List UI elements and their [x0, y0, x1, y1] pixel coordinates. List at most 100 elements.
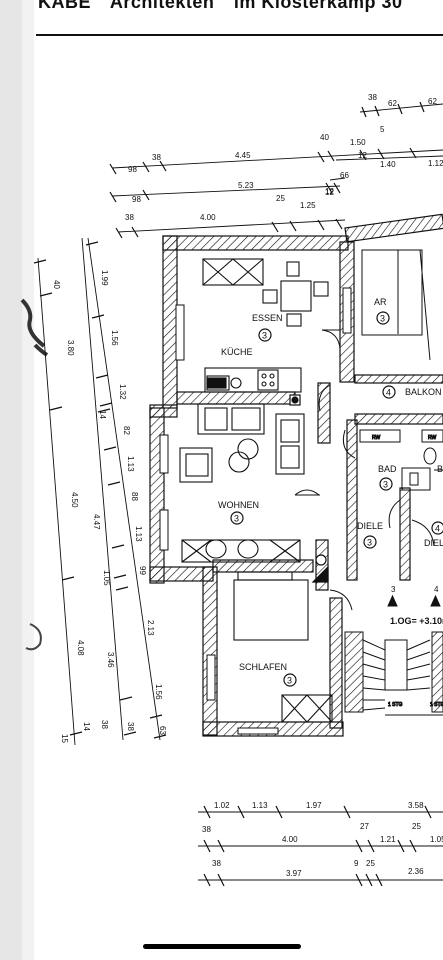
svg-text:14: 14	[98, 410, 107, 419]
svg-text:3.97: 3.97	[286, 869, 302, 878]
svg-text:5.23: 5.23	[238, 181, 254, 190]
kitchen-cabinets	[202, 258, 302, 393]
dimension-lines-bottom	[198, 805, 443, 887]
svg-text:40: 40	[320, 133, 329, 142]
home-indicator[interactable]	[143, 944, 301, 949]
svg-text:38: 38	[368, 93, 377, 102]
svg-text:9: 9	[354, 859, 359, 868]
room-label-bad: BAD	[378, 464, 397, 474]
svg-text:4.47: 4.47	[92, 514, 101, 530]
svg-text:82: 82	[122, 426, 131, 435]
room-labels: ESSEN 3 KÜCHE AR 3 4 BALKON WOHNEN 3 BAD…	[218, 297, 443, 687]
svg-text:38: 38	[202, 825, 211, 834]
svg-text:4.00: 4.00	[282, 835, 298, 844]
svg-text:1.32: 1.32	[118, 384, 127, 400]
svg-text:1.13: 1.13	[252, 801, 268, 810]
svg-text:4.50: 4.50	[70, 492, 79, 508]
svg-text:62: 62	[388, 99, 397, 108]
svg-text:63: 63	[158, 726, 167, 735]
exterior-walls	[149, 213, 443, 737]
room-num-bad: 3	[383, 480, 388, 490]
svg-text:4.08: 4.08	[76, 640, 85, 656]
svg-text:40: 40	[52, 280, 61, 289]
room-label-essen: ESSEN	[252, 313, 283, 323]
room-num-diele: 3	[367, 538, 372, 548]
binder-hole-mark	[25, 623, 42, 651]
bedroom-furniture	[233, 571, 333, 723]
svg-text:2.36: 2.36	[408, 867, 424, 876]
svg-text:38: 38	[100, 720, 109, 729]
room-num-wohnen: 3	[234, 514, 239, 524]
svg-text:62: 62	[428, 97, 437, 106]
svg-text:1.97: 1.97	[306, 801, 322, 810]
svg-text:12: 12	[325, 188, 334, 197]
screen-edge	[0, 0, 22, 960]
svg-text:25: 25	[412, 822, 421, 831]
svg-text:1.12: 1.12	[428, 159, 443, 168]
room-label-schlafen: SCHLAFEN	[239, 662, 287, 672]
svg-text:12: 12	[358, 151, 367, 160]
svg-text:4.45: 4.45	[235, 151, 251, 160]
svg-text:66: 66	[340, 171, 349, 180]
svg-text:38: 38	[125, 213, 134, 222]
dimension-text-top: 38 62 62 40 1.50 5 98 38 4.45 12 1.40 1.…	[125, 93, 443, 222]
page-margin	[22, 0, 34, 960]
svg-text:RW: RW	[428, 435, 437, 441]
svg-text:12: 12	[325, 187, 334, 196]
profession: Architekten	[109, 0, 215, 12]
bathroom-fixtures: RW RW	[359, 429, 443, 491]
room-label-diele: DIELE	[357, 521, 383, 531]
room-num-balkon: 4	[386, 388, 391, 398]
room-label-balkon: BALKON	[405, 387, 442, 397]
svg-text:88: 88	[130, 492, 139, 501]
svg-text:38: 38	[126, 722, 135, 731]
svg-text:25: 25	[366, 859, 375, 868]
windows	[159, 287, 352, 735]
living-furniture	[179, 403, 305, 563]
room-num-ar: 3	[380, 314, 385, 324]
svg-text:1.40: 1.40	[380, 160, 396, 169]
svg-text:3.46: 3.46	[106, 652, 115, 668]
svg-text:2.13: 2.13	[146, 620, 155, 636]
svg-text:1.13: 1.13	[126, 456, 135, 472]
room-num-schlafen: 3	[287, 676, 292, 686]
svg-text:25: 25	[276, 194, 285, 203]
dimension-text-bottom: 1.02 1.13 1.97 3.58 38 4.00 27 1.21 25 1…	[202, 801, 443, 878]
svg-text:38: 38	[212, 859, 221, 868]
svg-text:1 STG: 1 STG	[430, 702, 443, 708]
drawing-header: KABE Architekten im Klosterkamp 30	[38, 0, 443, 12]
svg-text:RW: RW	[372, 435, 381, 441]
header-rule	[36, 34, 443, 36]
address: im Klosterkamp 30	[233, 0, 403, 12]
svg-text:3.80: 3.80	[66, 340, 75, 356]
svg-text:5: 5	[380, 125, 385, 134]
dimension-lines-left	[33, 237, 167, 746]
dimension-lines-top	[109, 101, 443, 239]
room-num-diele-2: 4	[435, 524, 440, 534]
dining-table	[262, 261, 329, 327]
svg-text:1.99: 1.99	[100, 270, 109, 286]
svg-text:99: 99	[138, 566, 147, 575]
svg-text:1.21: 1.21	[380, 835, 396, 844]
svg-text:38: 38	[152, 153, 161, 162]
svg-text:1.25: 1.25	[300, 201, 316, 210]
svg-text:1.02: 1.02	[214, 801, 230, 810]
level-label: 1.OG= +3.10m	[390, 616, 443, 626]
staircase: 1 STG 1 STG	[344, 594, 443, 716]
wall-shafts	[289, 394, 329, 583]
stair-marker-right: 4	[434, 585, 439, 594]
doors	[294, 329, 435, 611]
room-label-wohnen: WOHNEN	[218, 500, 259, 510]
svg-text:98: 98	[132, 195, 141, 204]
room-num-essen: 3	[262, 331, 267, 341]
svg-text:15: 15	[60, 734, 69, 743]
svg-text:1.05: 1.05	[430, 835, 443, 844]
binder-hole-mark	[20, 298, 49, 357]
svg-text:3.58: 3.58	[408, 801, 424, 810]
svg-text:4.00: 4.00	[200, 213, 216, 222]
room-label-diele-2: DIEL	[424, 538, 443, 548]
room-label-b-partial: B	[437, 464, 443, 474]
storage-room	[361, 249, 431, 361]
svg-text:98: 98	[128, 165, 137, 174]
